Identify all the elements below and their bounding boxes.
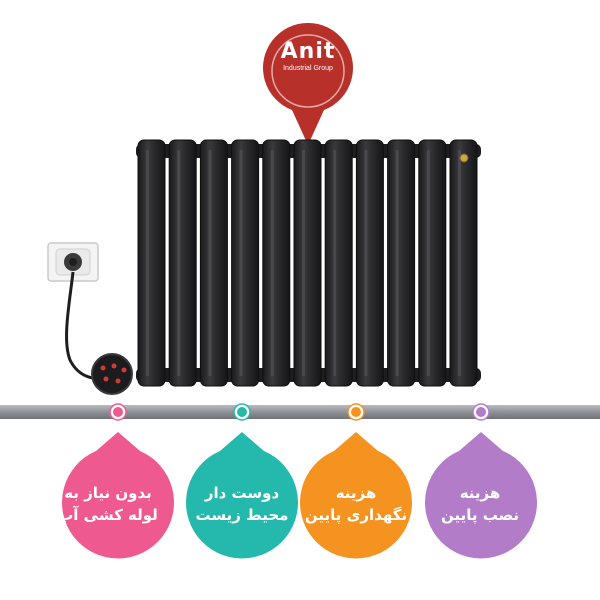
radiator-tube	[137, 139, 166, 387]
radiator-tubes	[137, 139, 478, 387]
radiator-tube-highlight	[208, 150, 212, 376]
radiator-tube-highlight	[239, 150, 243, 376]
feature-1-line2: لوله کشی آب	[58, 506, 158, 524]
radiator	[136, 139, 481, 387]
features-layer	[62, 403, 538, 559]
logo-subtitle: Industrial Group	[283, 65, 333, 72]
radiator-tube-highlight	[458, 150, 461, 376]
feature-bubble-3	[300, 432, 413, 559]
radiator-tube	[418, 139, 447, 387]
logo-pin	[263, 22, 353, 145]
timeline-marker-dot-4	[476, 407, 486, 417]
radiator-tube	[387, 139, 416, 387]
feature-label-2: دوست دار محیط زیست	[182, 482, 302, 526]
radiator-tube	[262, 139, 291, 387]
feature-4-line1: هزینه	[459, 484, 501, 502]
radiator-tube	[293, 139, 322, 387]
radiator-tube	[449, 139, 478, 387]
feature-bubble-4	[425, 432, 538, 559]
feature-3-line2: نگهداری پایین	[304, 506, 408, 524]
logo-brand: Anit	[280, 39, 336, 64]
thermostat-control	[91, 353, 133, 395]
timeline-marker-dot-1	[113, 407, 123, 417]
feature-1-line1: بدون نیاز به	[64, 484, 152, 502]
radiator-valve	[459, 153, 469, 163]
feature-bubble-2	[186, 432, 299, 559]
radiator-tube	[168, 139, 197, 387]
radiator-tube	[355, 139, 384, 387]
timeline-bar	[0, 405, 600, 419]
logo-pin-shape	[263, 22, 353, 145]
radiator-tube-highlight	[270, 150, 274, 376]
radiator-tube-highlight	[426, 150, 430, 376]
feature-label-3: هزینه نگهداری پایین	[296, 482, 416, 526]
feature-label-4: هزینه نصب پایین	[420, 482, 540, 526]
feature-3-line1: هزینه	[335, 484, 377, 502]
feature-2-line1: دوست دار	[204, 484, 280, 502]
radiator-tube	[324, 139, 353, 387]
feature-label-1: بدون نیاز به لوله کشی آب	[48, 482, 168, 526]
radiator-tube-highlight	[333, 150, 337, 376]
radiator-tube-highlight	[146, 150, 149, 376]
radiator-tube-highlight	[177, 150, 181, 376]
logo: Anit Industrial Group	[262, 40, 354, 73]
radiator-tube	[231, 139, 260, 387]
timeline-marker-dot-2	[237, 407, 247, 417]
radiator-tube-highlight	[302, 150, 305, 376]
feature-2-line2: محیط زیست	[195, 506, 289, 524]
radiator-tube	[199, 139, 228, 387]
radiator-tube-highlight	[395, 150, 399, 376]
timeline-marker-dot-3	[351, 407, 361, 417]
radiator-tube-highlight	[364, 150, 368, 376]
feature-4-line2: نصب پایین	[440, 506, 520, 524]
feature-bubble-1	[62, 432, 175, 559]
